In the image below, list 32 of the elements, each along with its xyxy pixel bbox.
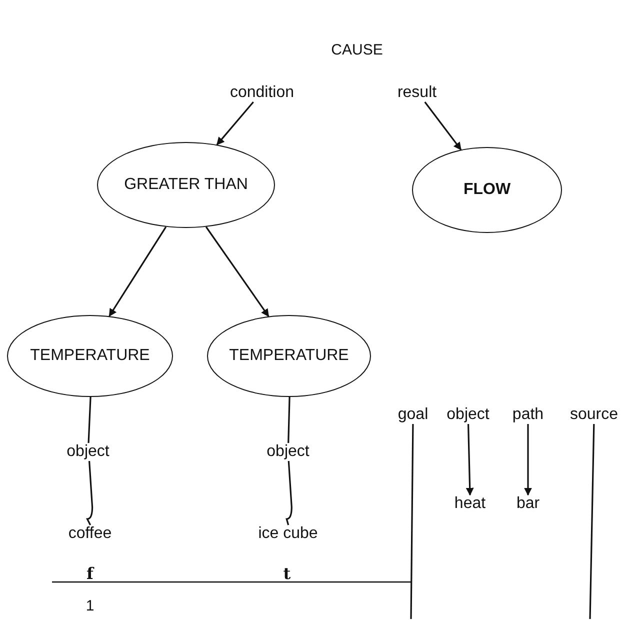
connector-line [589,424,595,620]
arrow [466,424,474,496]
table-label: t [283,566,291,582]
concept-label: TEMPERATURE [30,348,150,364]
relation-label: goal [398,407,428,423]
relation-label: bar [516,496,540,512]
relation-label: coffee [68,526,112,542]
connector-line [410,424,414,619]
relation-label: result [397,85,437,101]
arrow [216,101,254,146]
arrow [108,226,167,317]
connector-line [86,460,94,526]
table-label: f [86,566,94,582]
relation-label: source [570,407,618,423]
relation-label: object [446,407,490,423]
concept-label: GREATER THAN [124,177,248,193]
arrow [424,102,462,150]
relation-label: path [512,407,544,423]
connector-line [286,460,292,526]
concept-label: TEMPERATURE [229,348,349,364]
relation-label: condition [230,85,294,101]
connector-line [288,396,290,444]
connector-line [88,396,92,444]
relation-label: ice cube [258,526,318,542]
concept-label: FLOW [463,182,511,198]
diagram-title: CAUSE [331,42,383,58]
arrow [205,226,270,317]
relation-label: object [266,444,310,460]
table-label: 1 [86,598,94,614]
relation-label: object [66,444,110,460]
arrow [524,424,532,496]
relation-label: heat [454,496,486,512]
